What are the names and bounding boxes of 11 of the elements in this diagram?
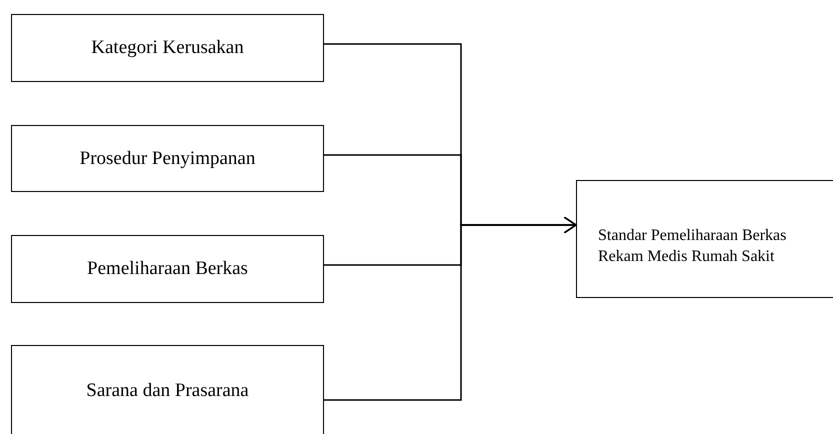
box-label: Prosedur Penyimpanan	[80, 146, 256, 170]
text-box	[11, 235, 324, 303]
box-label: Pemeliharaan Berkas	[87, 257, 248, 281]
connector-arrow	[324, 216, 577, 401]
box-label: Kategori Kerusakan	[91, 36, 244, 60]
box-label: Standar Pemeliharaan Berkas Rekam Medis Rumah Sakit	[598, 226, 788, 267]
text-box	[11, 125, 324, 192]
text-box	[11, 345, 324, 434]
text-box	[11, 14, 324, 82]
box-label: Sarana dan Prasarana	[86, 379, 249, 403]
text-box	[576, 180, 833, 298]
